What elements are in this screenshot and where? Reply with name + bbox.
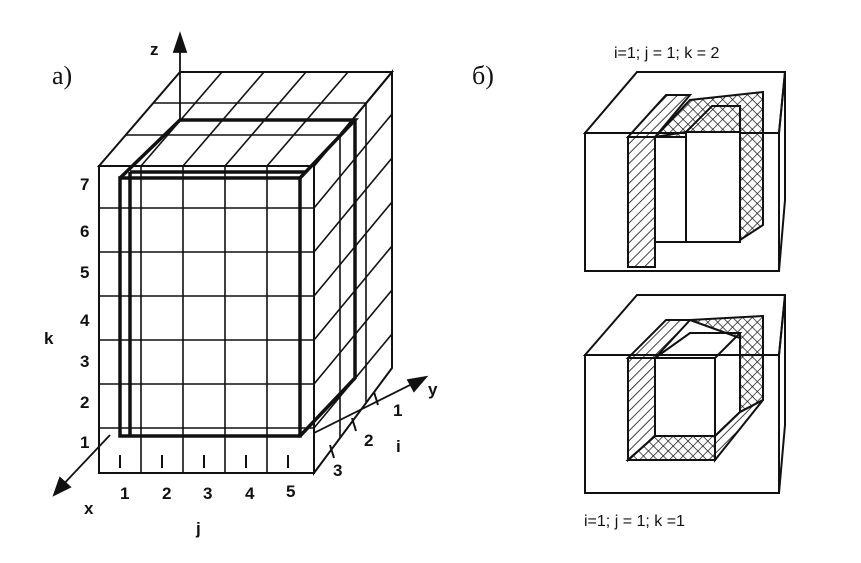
k-tick-3: 3 bbox=[80, 352, 89, 371]
bottom-cube-inner-top bbox=[654, 332, 743, 359]
top-grid-depth bbox=[126, 102, 366, 136]
grid-block-figure bbox=[52, 31, 429, 497]
k-tick-labels: 1 2 3 4 5 6 7 bbox=[80, 175, 90, 452]
i-tick-labels: 1 2 3 bbox=[333, 401, 402, 480]
z-axis-label: z bbox=[150, 40, 159, 59]
x-axis-label: x bbox=[84, 499, 94, 518]
bottom-cube-caption: i=1; j = 1; k =1 bbox=[584, 513, 685, 530]
k-tick-5: 5 bbox=[80, 263, 89, 282]
top-cube-side bbox=[778, 71, 786, 272]
inner-region-outline bbox=[118, 118, 360, 438]
j-tick-4: 4 bbox=[245, 484, 255, 503]
z-axis-arrow bbox=[172, 31, 188, 53]
bottom-cube-inner-side bbox=[714, 333, 741, 437]
k-tick-1: 1 bbox=[80, 433, 89, 452]
i-tick-2: 2 bbox=[364, 431, 373, 450]
front-grid-vertical bbox=[140, 166, 268, 473]
y-axis-arrow bbox=[406, 375, 429, 393]
k-tick-2: 2 bbox=[80, 393, 89, 412]
i-axis-label: i bbox=[396, 437, 401, 456]
j-tick-marks bbox=[119, 455, 289, 468]
bottom-cube bbox=[582, 294, 787, 494]
bottom-cube-inner-front bbox=[654, 357, 716, 437]
y-axis-label: y bbox=[428, 380, 438, 399]
j-tick-5: 5 bbox=[286, 482, 295, 501]
panel-b-label: б) bbox=[472, 61, 494, 90]
j-tick-3: 3 bbox=[203, 484, 212, 503]
k-tick-7: 7 bbox=[80, 175, 89, 194]
i-tick-marks bbox=[329, 391, 379, 459]
i-tick-3: 3 bbox=[333, 461, 342, 480]
k-tick-6: 6 bbox=[80, 222, 89, 241]
k-axis-label: k bbox=[44, 329, 54, 348]
j-axis-label: j bbox=[195, 519, 201, 538]
x-axis-line bbox=[57, 434, 111, 491]
top-cube-caption: i=1; j = 1; k = 2 bbox=[614, 45, 720, 62]
y-axis-line bbox=[313, 379, 421, 434]
x-axis-arrow bbox=[52, 476, 72, 497]
bottom-cube-side bbox=[778, 294, 786, 494]
right-grid bbox=[313, 103, 393, 438]
panel-a-label: а) bbox=[52, 61, 72, 90]
top-cube-hatch-top bbox=[625, 94, 693, 138]
axes bbox=[52, 31, 429, 497]
bottom-cube-hatch-top bbox=[625, 319, 693, 359]
j-tick-labels: 1 2 3 4 5 bbox=[120, 482, 295, 503]
front-grid-horizontal bbox=[99, 207, 314, 429]
top-cube-inner-front bbox=[685, 131, 741, 243]
k-tick-4: 4 bbox=[80, 311, 90, 330]
j-tick-2: 2 bbox=[162, 484, 171, 503]
top-cube-hatch-left bbox=[627, 136, 656, 268]
top-cube bbox=[582, 71, 787, 272]
i-tick-1: 1 bbox=[393, 401, 402, 420]
j-tick-1: 1 bbox=[120, 484, 129, 503]
